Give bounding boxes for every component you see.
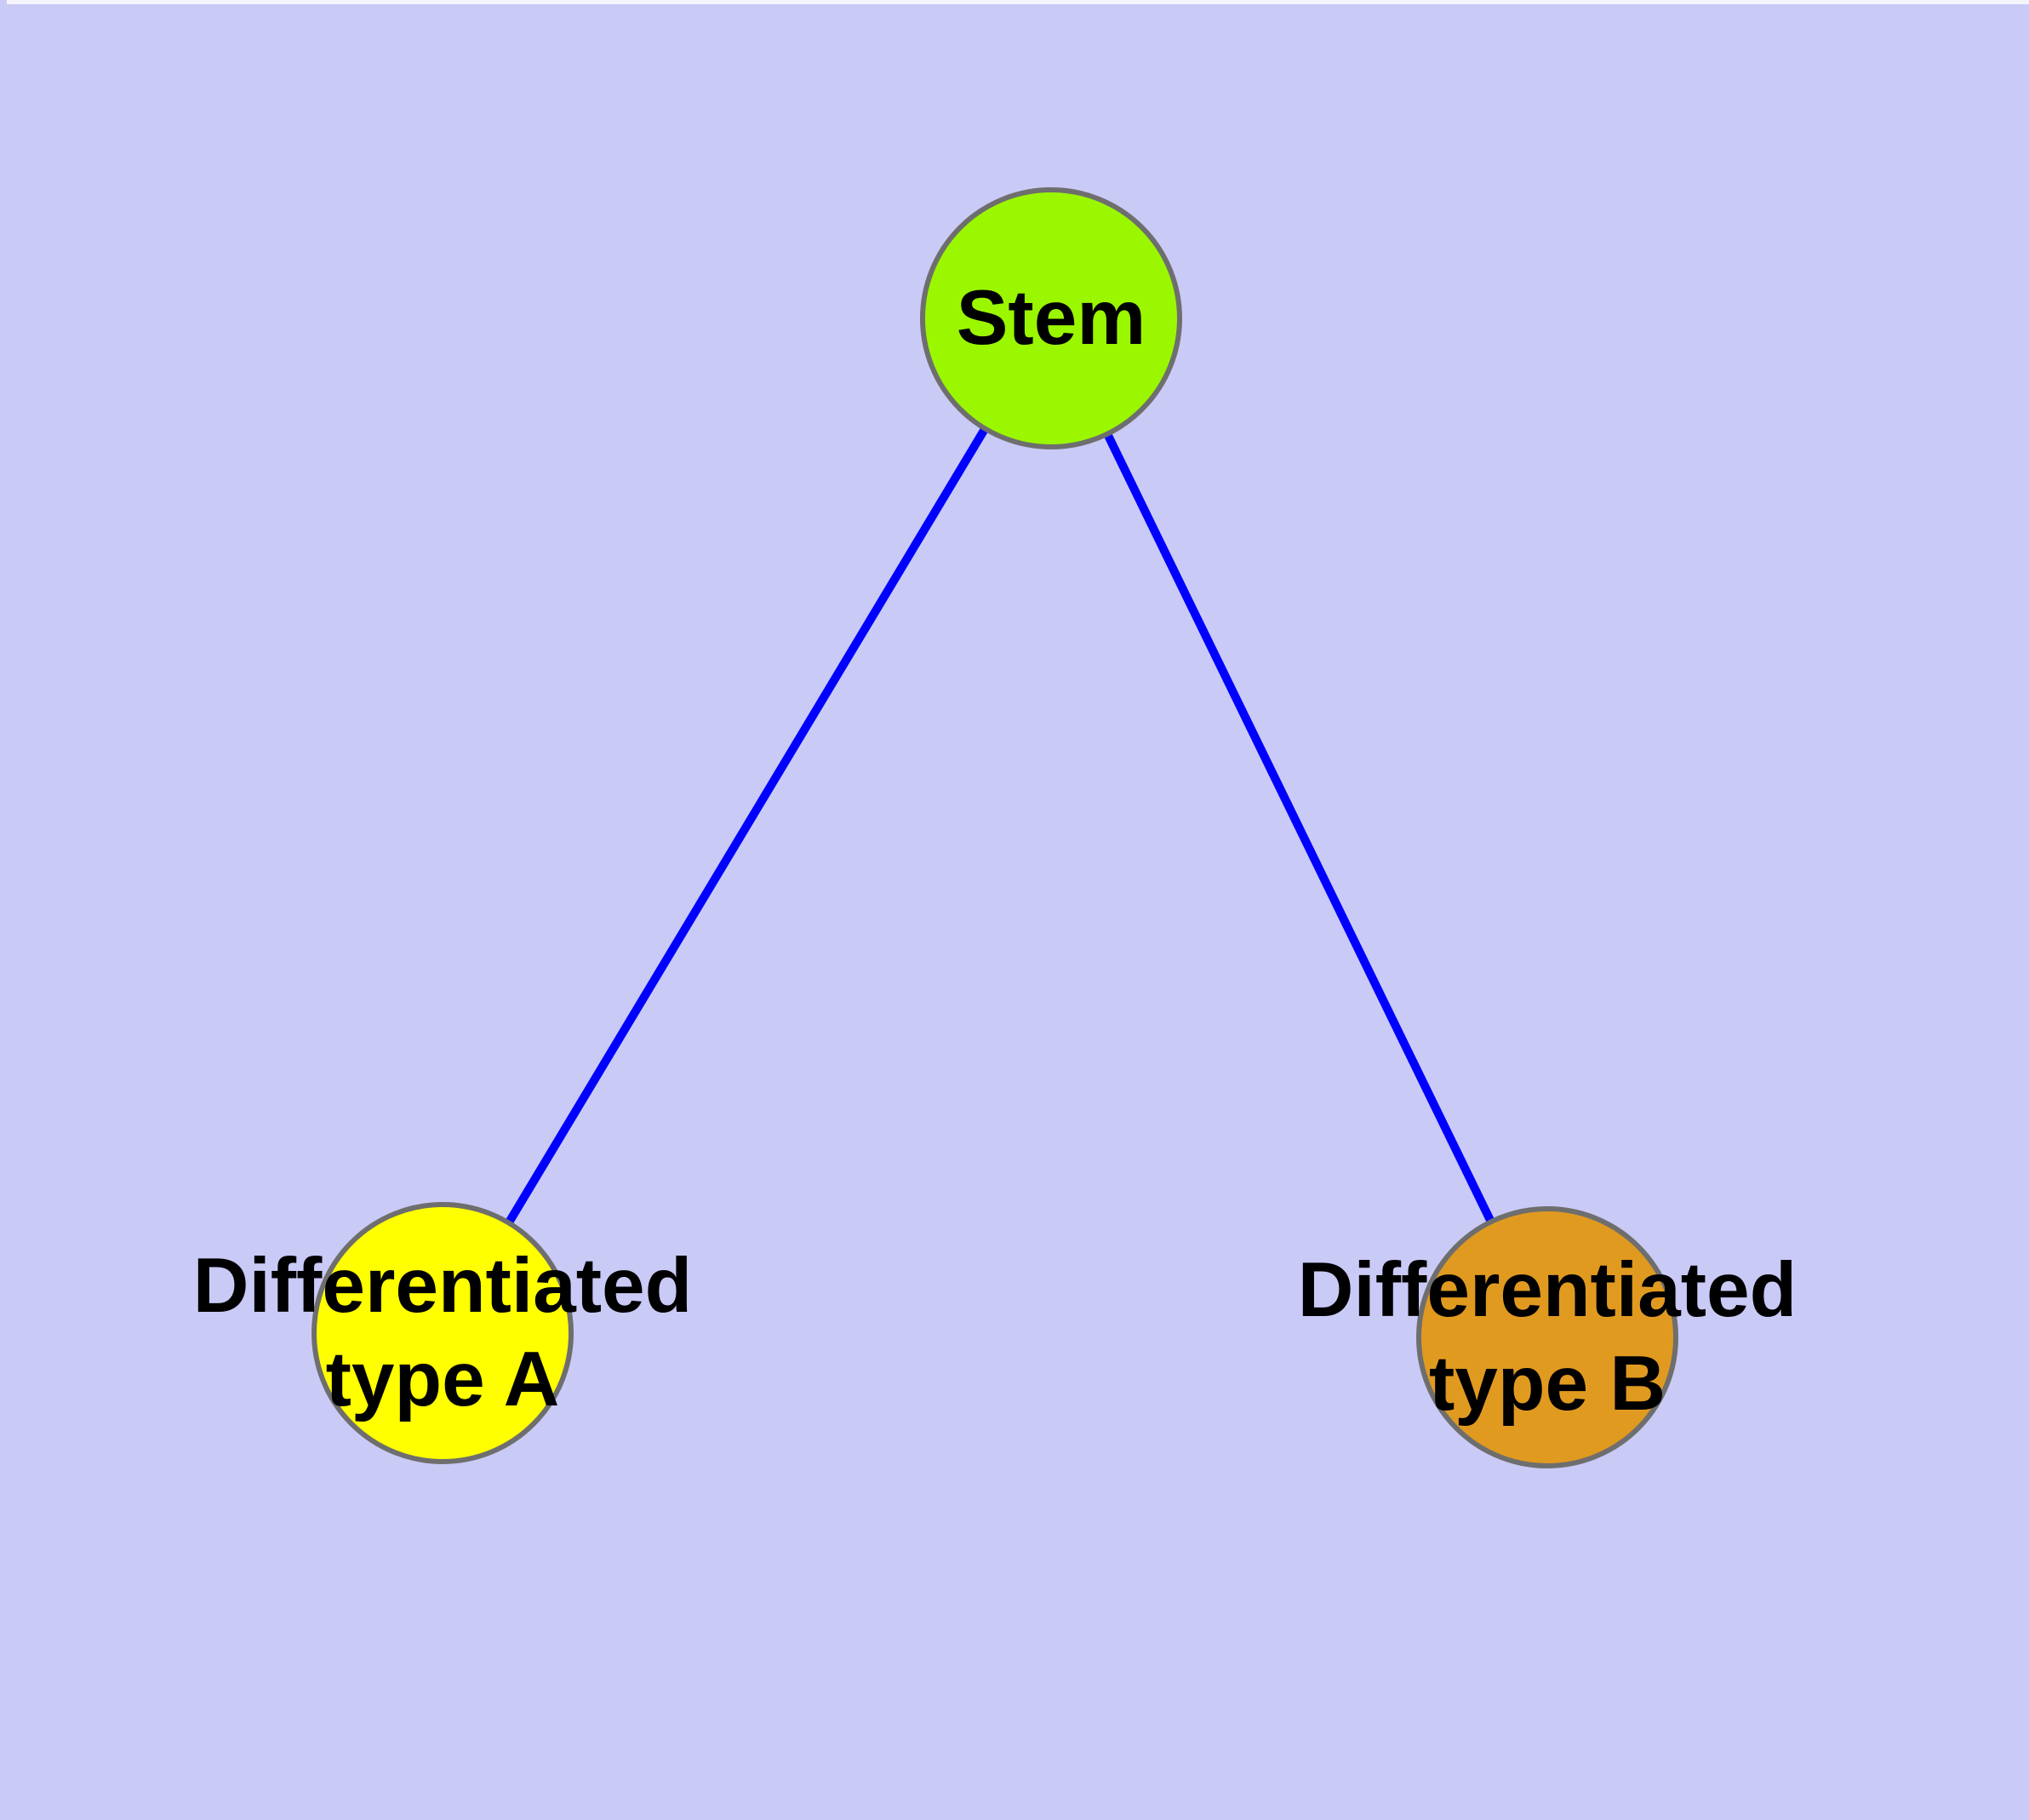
node-stem	[920, 187, 1182, 449]
edge-stem-type-a	[438, 316, 1055, 1336]
node-type-a	[311, 1202, 574, 1464]
top-edge-highlight	[7, 0, 2029, 4]
node-type-b	[1416, 1206, 1678, 1468]
edge-stem-type-b	[1047, 316, 1552, 1340]
